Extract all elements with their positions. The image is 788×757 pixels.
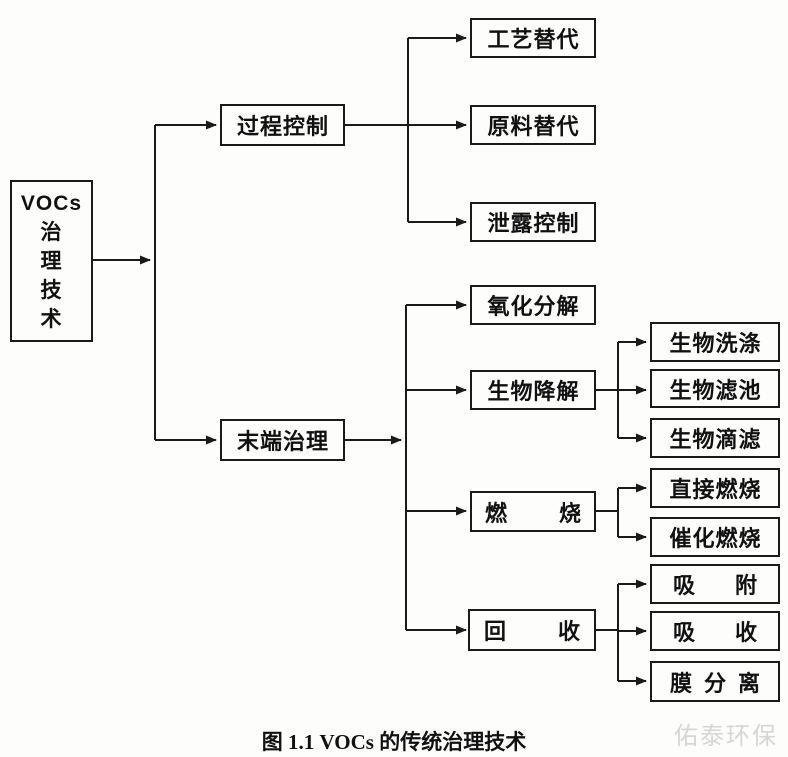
node-vocs-root: VOCs 治 理 技 术 bbox=[10, 180, 93, 342]
node-label: 末端治理 bbox=[236, 429, 329, 454]
root-line-li: 理 bbox=[40, 249, 63, 273]
node-raw-material-substitution: 原料替代 bbox=[470, 105, 596, 145]
node-catalytic-combustion: 催化燃烧 bbox=[650, 517, 780, 557]
node-process-substitution: 工艺替代 bbox=[470, 18, 596, 58]
node-label: 泄露控制 bbox=[487, 211, 580, 236]
node-recovery: 回收 bbox=[468, 609, 596, 651]
node-biodegradation: 生物降解 bbox=[470, 370, 596, 410]
node-label: 吸附 bbox=[672, 573, 788, 598]
node-label: 回收 bbox=[483, 619, 632, 644]
node-bio-washing: 生物洗涤 bbox=[650, 322, 780, 362]
node-label: 催化燃烧 bbox=[669, 526, 762, 551]
node-label: 过程控制 bbox=[236, 114, 329, 139]
node-oxidative-decomposition: 氧化分解 bbox=[470, 285, 596, 325]
figure-caption: 图 1.1 VOCs 的传统治理技术 bbox=[261, 730, 527, 754]
root-line-shu: 术 bbox=[40, 307, 63, 331]
node-leak-control: 泄露控制 bbox=[470, 202, 596, 242]
node-label: 直接燃烧 bbox=[669, 477, 762, 502]
node-label: 生物洗涤 bbox=[669, 331, 762, 356]
node-direct-combustion: 直接燃烧 bbox=[650, 468, 780, 508]
node-adsorption: 吸附 bbox=[650, 564, 780, 604]
node-label: 吸收 bbox=[672, 620, 788, 645]
node-absorption: 吸收 bbox=[650, 611, 780, 651]
root-line-vocs: VOCs bbox=[20, 191, 83, 215]
node-label: 氧化分解 bbox=[487, 294, 580, 319]
node-membrane-separation: 膜分离 bbox=[650, 661, 780, 702]
node-label: 膜分离 bbox=[669, 670, 772, 696]
node-label: 工艺替代 bbox=[487, 27, 580, 52]
node-bio-trickling-filter: 生物滴滤 bbox=[650, 418, 780, 458]
watermark: 佑泰环保 bbox=[674, 723, 778, 750]
node-label: 生物滴滤 bbox=[669, 427, 762, 452]
node-bio-filter: 生物滤池 bbox=[650, 369, 780, 408]
node-label: 燃烧 bbox=[484, 500, 633, 526]
node-end-of-pipe-treatment: 末端治理 bbox=[220, 419, 345, 461]
node-label: 生物滤池 bbox=[669, 377, 762, 403]
node-label: 生物降解 bbox=[487, 379, 580, 404]
node-process-control: 过程控制 bbox=[220, 104, 345, 146]
node-combustion: 燃烧 bbox=[470, 491, 596, 532]
node-label: 原料替代 bbox=[487, 114, 580, 139]
root-line-ji: 技 bbox=[40, 278, 63, 302]
root-line-zhi: 治 bbox=[40, 220, 63, 244]
